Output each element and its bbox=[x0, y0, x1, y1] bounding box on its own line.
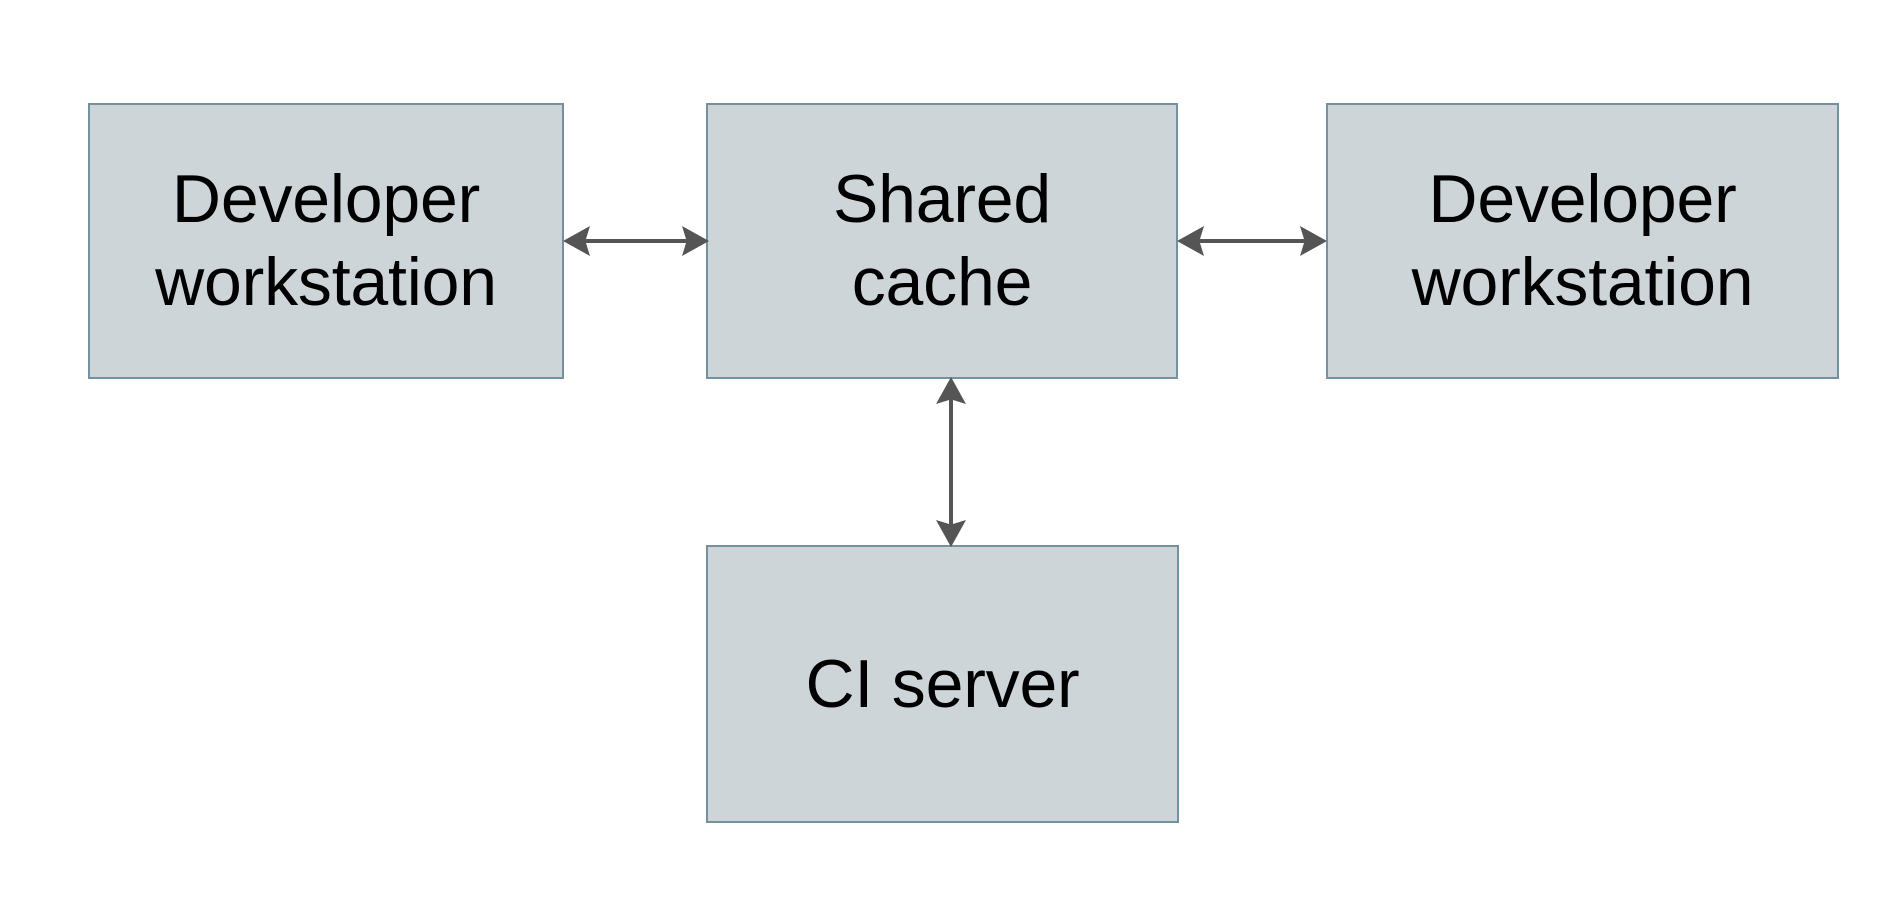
double-headed-arrow-shape bbox=[563, 226, 709, 256]
node-label: Developer workstation bbox=[155, 161, 497, 320]
double-headed-arrow-shape bbox=[936, 377, 966, 547]
node-ci-server[interactable]: CI server bbox=[706, 545, 1179, 823]
double-headed-arrow-shape bbox=[1177, 226, 1327, 256]
node-developer-workstation-left[interactable]: Developer workstation bbox=[88, 103, 564, 379]
node-label: CI server bbox=[805, 645, 1080, 722]
node-shared-cache[interactable]: Shared cache bbox=[706, 103, 1178, 379]
edge-shared-cache-to-ci-server-bidirectional-arrow bbox=[936, 377, 966, 547]
node-developer-workstation-right[interactable]: Developer workstation bbox=[1326, 103, 1839, 379]
node-label: Shared cache bbox=[832, 161, 1052, 320]
node-label: Developer workstation bbox=[1411, 161, 1754, 320]
edge-developer-left-to-shared-cache-bidirectional-arrow bbox=[563, 226, 709, 256]
edge-shared-cache-to-developer-right-bidirectional-arrow bbox=[1177, 226, 1327, 256]
